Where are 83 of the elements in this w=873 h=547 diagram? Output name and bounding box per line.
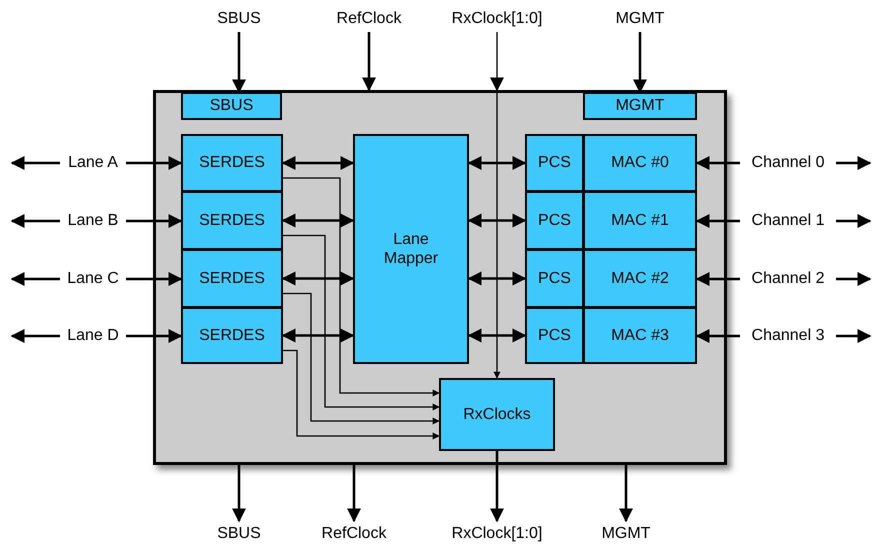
function-block: [525, 191, 584, 250]
arrow: [126, 329, 182, 343]
arrow: [468, 272, 526, 286]
block-label: PCS: [537, 326, 572, 346]
block-label: MAC #2: [610, 268, 670, 288]
function-block: [583, 307, 697, 364]
signal-label: RxClock[1:0]: [447, 521, 547, 547]
signal-label: RxClock[1:0]: [447, 6, 547, 32]
block-label: MAC #1: [610, 210, 670, 230]
arrow: [696, 272, 740, 286]
signal-label: Channel 2: [740, 267, 836, 291]
arrow: [490, 32, 504, 378]
block-label: RxClocks: [462, 404, 532, 424]
signal-label: Lane B: [60, 209, 126, 233]
arrow: [10, 156, 60, 170]
arrow: [126, 272, 182, 286]
function-block: [525, 249, 584, 308]
signal-label: Channel 0: [740, 151, 836, 175]
function-block: [525, 307, 584, 364]
arrow: [836, 214, 872, 228]
signal-label: Channel 3: [740, 324, 836, 348]
arrow: [10, 272, 60, 286]
block-label: SERDES: [198, 326, 266, 346]
signal-label: RefClock: [309, 521, 399, 547]
arrow: [619, 465, 633, 522]
arrow: [836, 156, 872, 170]
arrow: [468, 214, 526, 228]
function-block: [583, 134, 697, 192]
arrow: [283, 234, 440, 410]
block-label: MAC #3: [610, 326, 670, 346]
arrow: [283, 177, 440, 396]
signal-label: SBUS: [209, 521, 269, 547]
arrow: [282, 272, 354, 286]
arrow: [10, 214, 60, 228]
block-label: SERDES: [198, 153, 266, 173]
arrow: [232, 465, 246, 522]
signal-label: MGMT: [591, 521, 661, 547]
block-label: MAC #0: [610, 153, 670, 173]
block-label: PCS: [537, 268, 572, 288]
arrow: [468, 156, 526, 170]
arrow: [283, 350, 440, 440]
signal-label: MGMT: [605, 6, 675, 32]
arrow: [283, 292, 440, 424]
arrow: [468, 328, 526, 342]
function-block: [181, 191, 283, 250]
signal-label: Lane A: [60, 151, 126, 175]
arrow: [362, 32, 376, 92]
arrow: [696, 329, 740, 343]
arrow: [282, 214, 354, 228]
arrow: [282, 156, 354, 170]
function-block: [181, 307, 283, 364]
block-label: PCS: [537, 153, 572, 173]
arrow: [836, 272, 872, 286]
arrow: [696, 156, 740, 170]
function-block: [181, 134, 283, 192]
arrow: [696, 214, 740, 228]
block-label: MGMT: [614, 96, 666, 116]
chip-block: [153, 90, 727, 465]
function-block: [525, 134, 584, 192]
arrow: [282, 328, 354, 342]
block-label: SBUS: [208, 96, 254, 116]
arrow: [347, 465, 361, 522]
block-label: PCS: [537, 210, 572, 230]
block-label: SERDES: [198, 268, 266, 288]
function-block: [583, 92, 697, 120]
signal-label: SBUS: [209, 6, 269, 32]
arrow: [126, 156, 182, 170]
signal-label: Lane D: [60, 324, 126, 348]
signal-label: Channel 1: [740, 209, 836, 233]
function-block: [181, 92, 282, 120]
function-block: [583, 191, 697, 250]
arrow: [490, 451, 504, 522]
arrow: [836, 329, 872, 343]
signal-label: RefClock: [324, 6, 414, 32]
block-label: Lane Mapper: [382, 230, 440, 268]
arrow: [10, 329, 60, 343]
block-label: SERDES: [198, 210, 266, 230]
function-block: [181, 249, 283, 308]
signal-label: Lane C: [60, 267, 126, 291]
function-block: [583, 249, 697, 308]
function-block: [353, 134, 469, 364]
arrow: [126, 214, 182, 228]
function-block: [439, 378, 555, 451]
